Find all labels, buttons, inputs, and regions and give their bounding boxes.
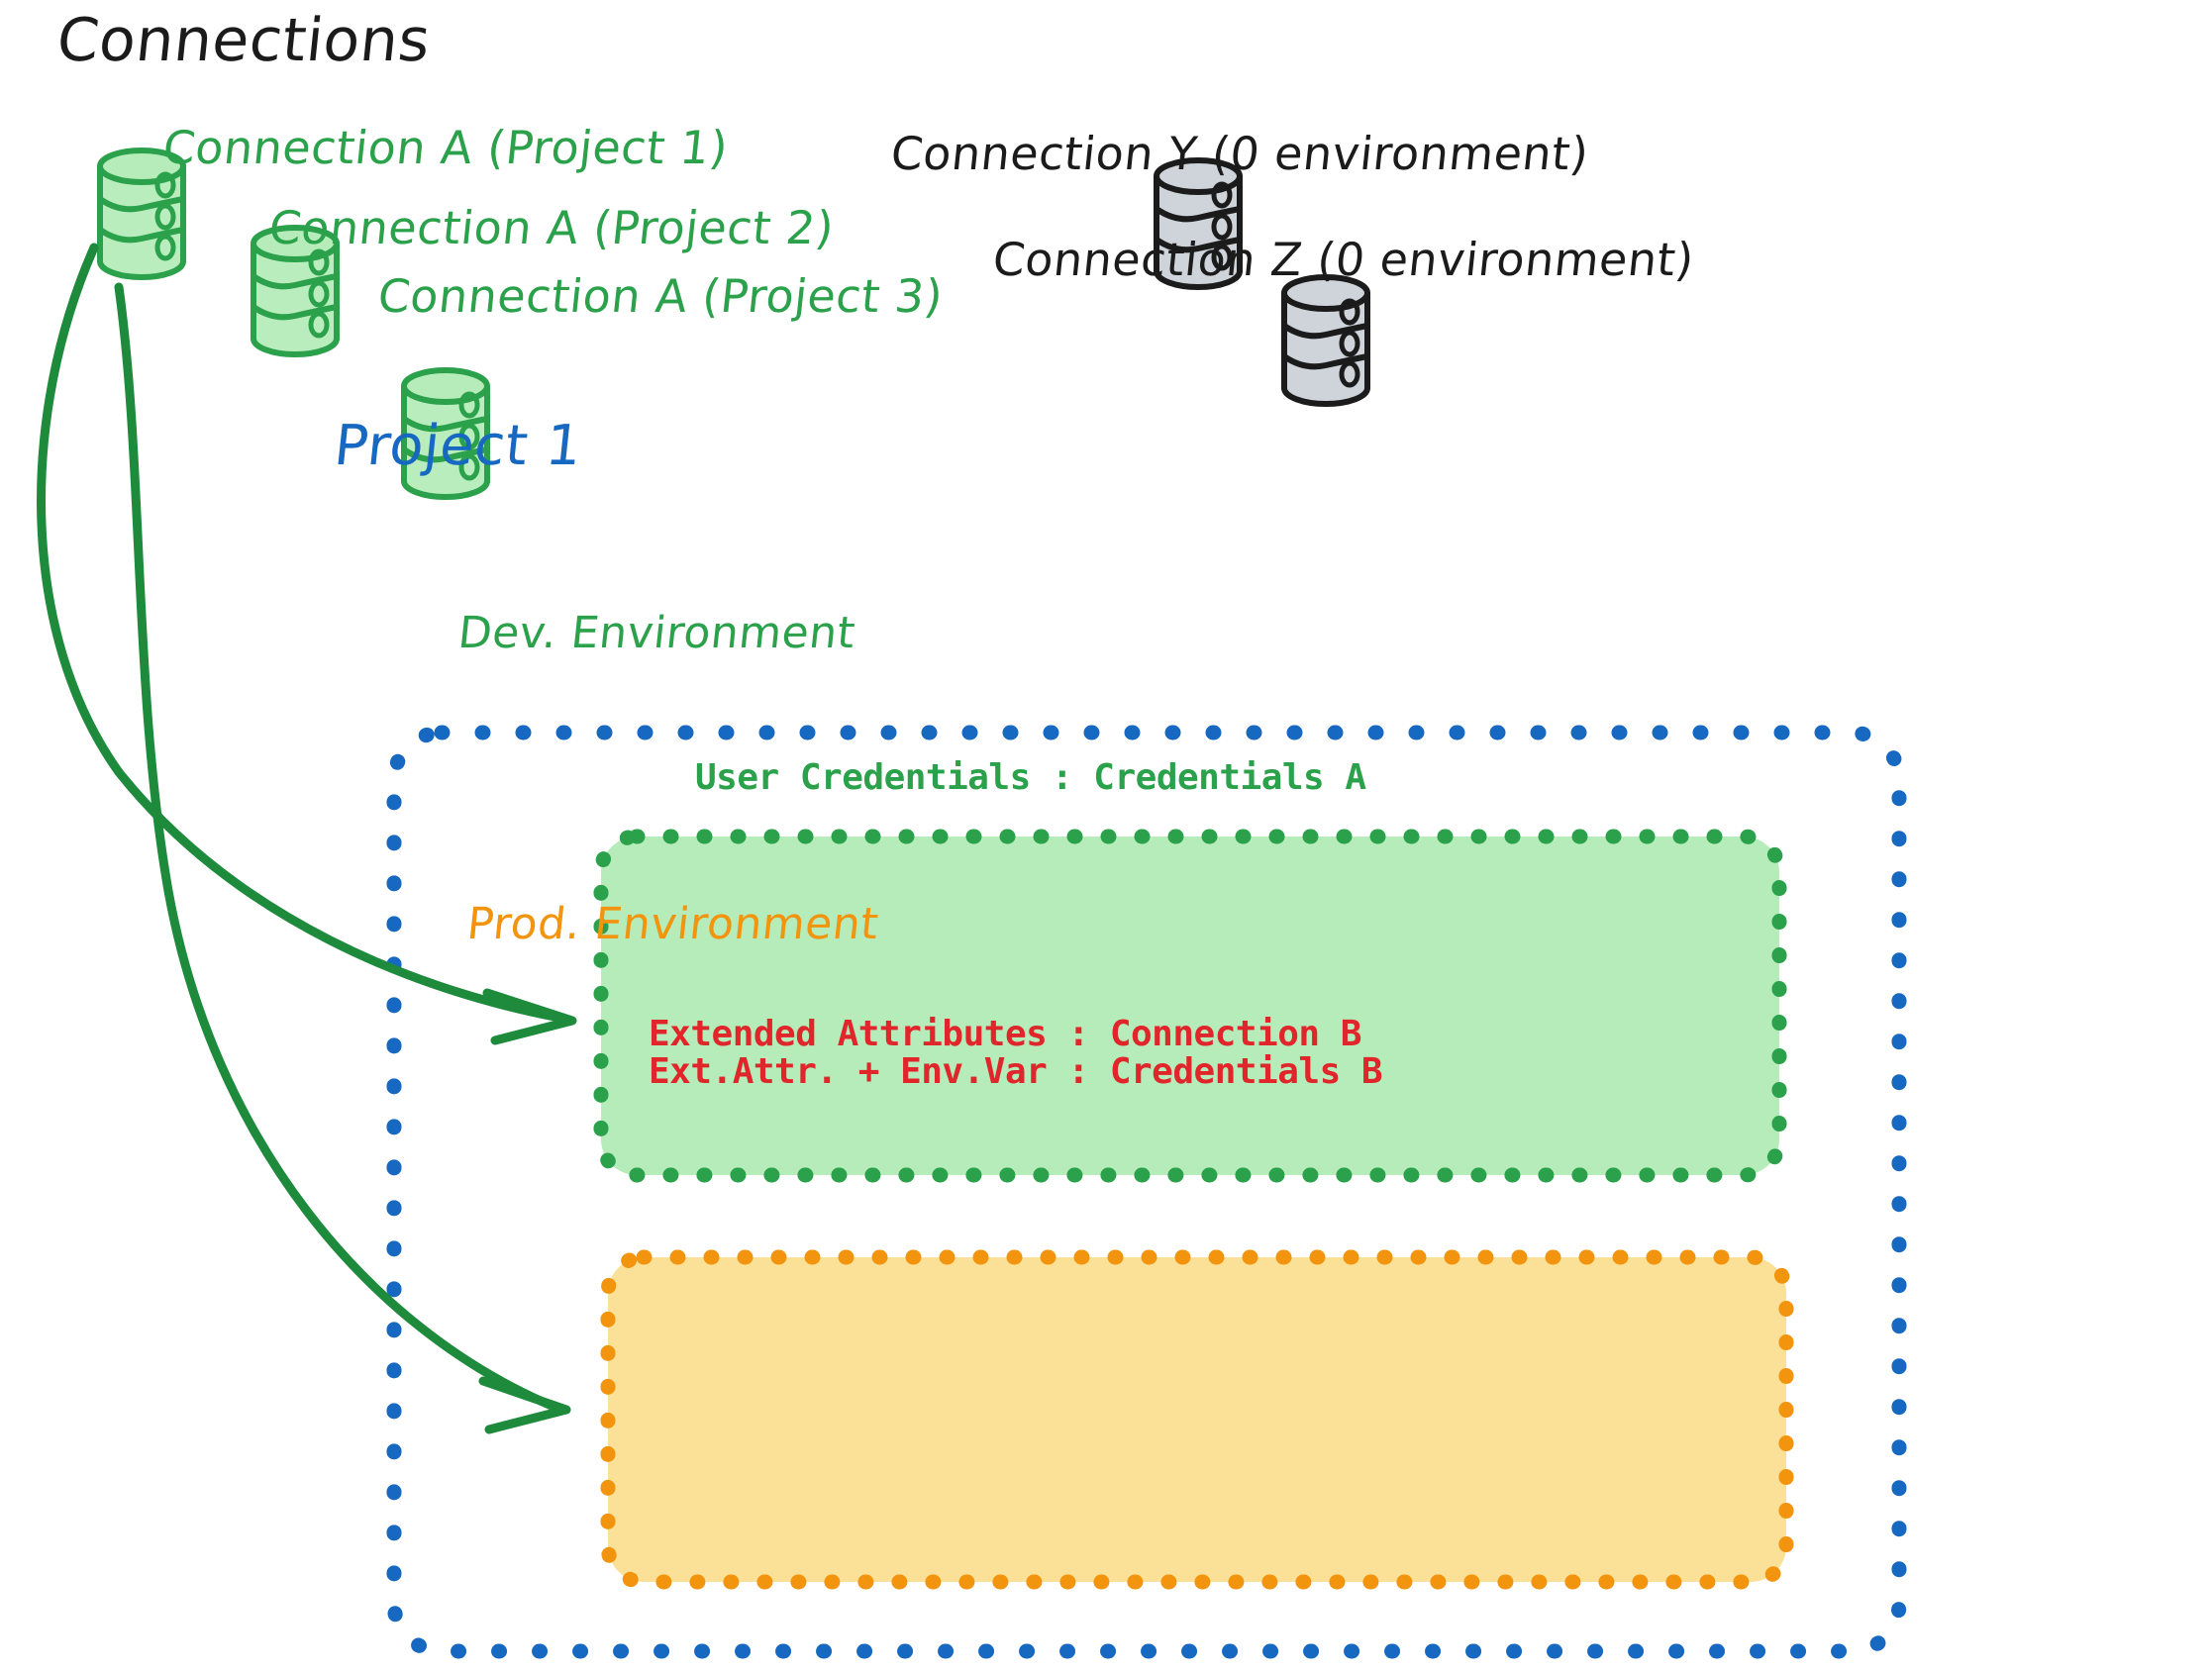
page-title: Connections — [53, 6, 434, 75]
project-title: Project 1 — [331, 414, 585, 478]
connection-label-a-project-2: Connection A (Project 2) — [266, 201, 837, 254]
prod-environment-box — [600, 1249, 1794, 1590]
arrow-conn-a1-to-prod-env — [114, 282, 571, 1434]
arrow-conn-a1-to-dev-env — [37, 243, 577, 1045]
database-icon-connection-a-project-2 — [251, 225, 341, 357]
dev-environment-credentials-line: User Credentials : Credentials A — [695, 757, 1366, 798]
prod-environment-attributes-line-2: Ext.Attr. + Env.Var : Credentials B — [649, 1051, 1383, 1092]
connection-label-y: Connection Y (0 environment) — [888, 127, 1592, 180]
prod-environment-title: Prod. Environment — [464, 899, 881, 949]
dev-environment-box — [593, 829, 1787, 1183]
dev-environment-title: Dev. Environment — [455, 608, 858, 658]
database-icon-connection-a-project-3 — [401, 367, 491, 500]
connection-label-z: Connection Z (0 environment) — [990, 233, 1697, 286]
connection-label-a-project-1: Connection A (Project 1) — [160, 121, 731, 174]
database-icon-connection-a-project-1 — [97, 148, 187, 280]
project-1-border — [386, 725, 1907, 1659]
database-icon-connection-y — [1154, 157, 1244, 290]
prod-environment-attributes-line-1: Extended Attributes : Connection B — [649, 1014, 1361, 1054]
project-1-container — [386, 725, 1907, 1659]
dev-environment-fill — [601, 837, 1779, 1175]
connection-label-a-project-3: Connection A (Project 3) — [375, 269, 946, 323]
prod-environment-fill — [608, 1257, 1786, 1582]
database-icon-connection-z — [1281, 274, 1371, 407]
prod-environment-border — [600, 1249, 1794, 1590]
